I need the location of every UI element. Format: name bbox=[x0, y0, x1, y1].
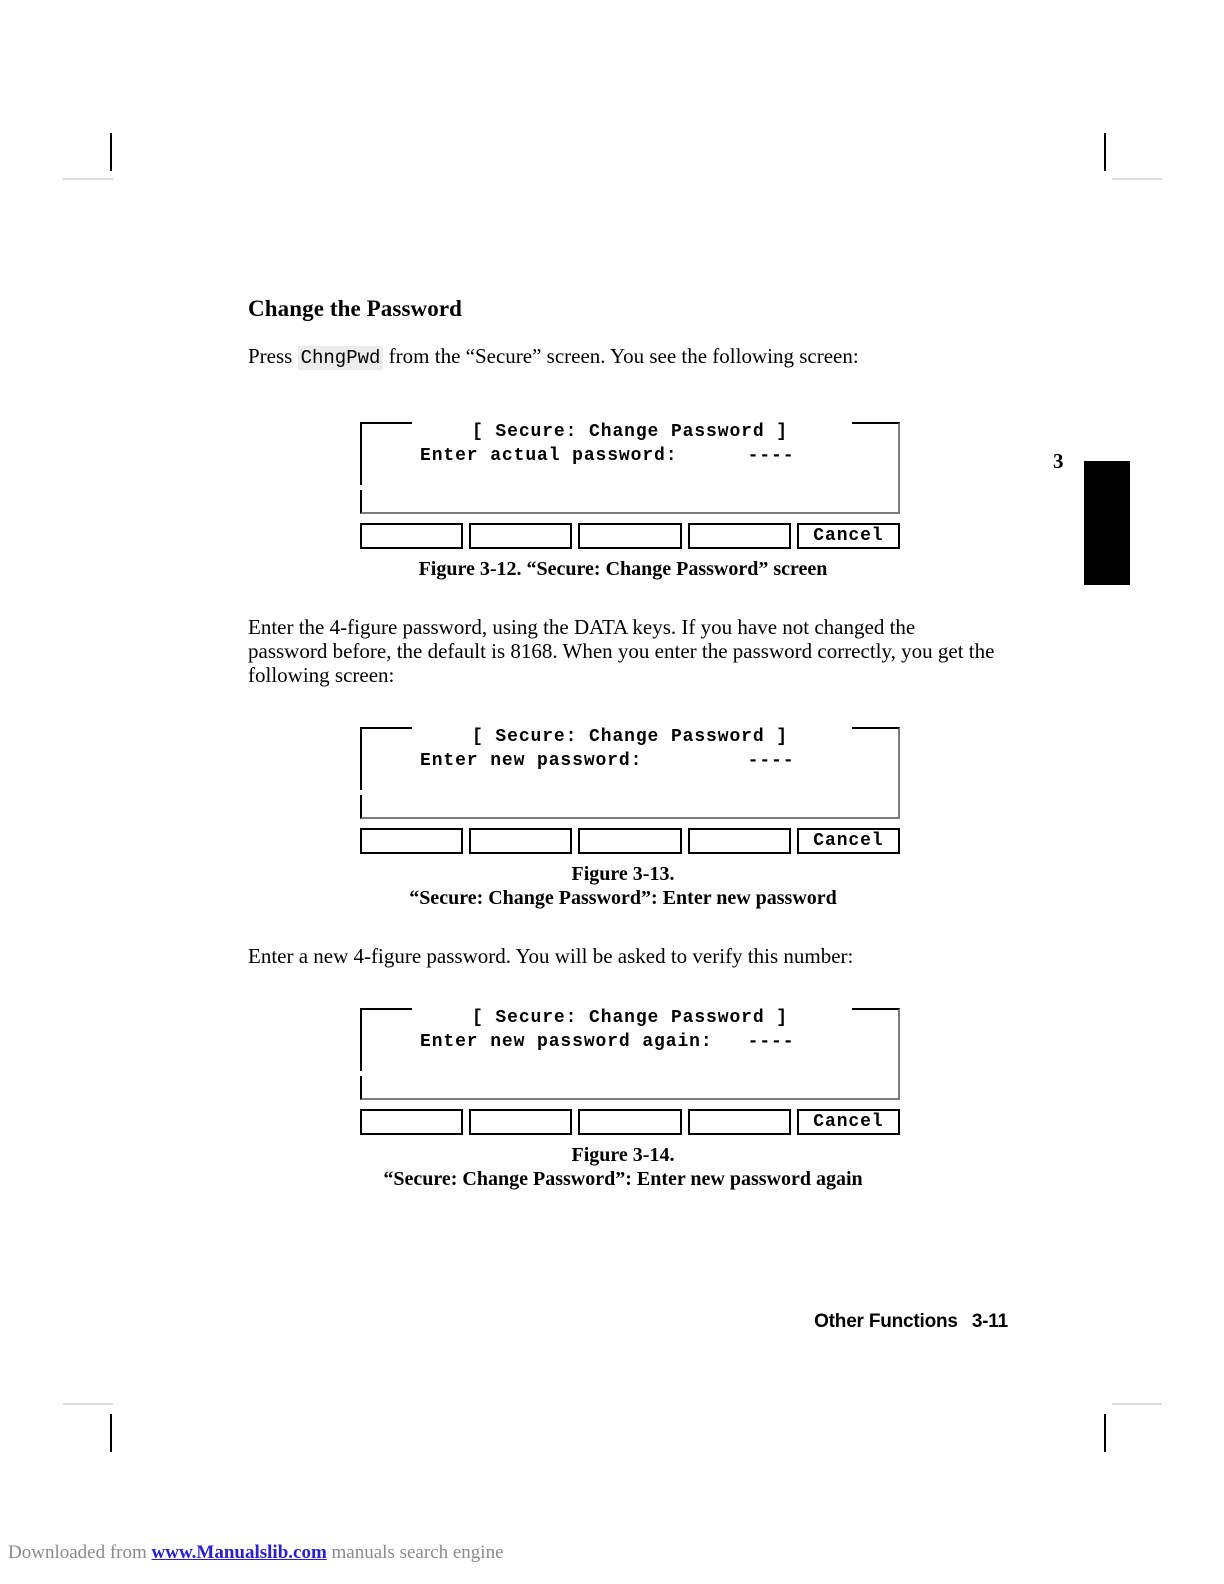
figure-3-13: [ Secure: Change Password ] Enter new pa… bbox=[248, 726, 998, 910]
softkey-4[interactable] bbox=[687, 828, 791, 854]
page-content: Change the Password Press ChngPwd from t… bbox=[248, 296, 998, 1191]
softkey-2[interactable] bbox=[469, 1109, 573, 1135]
softkey-row: Cancel bbox=[360, 828, 901, 854]
paragraph-enter-4-figure-password: Enter the 4-figure password, using the D… bbox=[248, 615, 995, 687]
screen-border-left-gap bbox=[359, 485, 363, 490]
softkey-2[interactable] bbox=[469, 523, 573, 549]
caption-line: Figure 3-13. bbox=[571, 863, 675, 885]
figure-3-12: [ Secure: Change Password ] Enter actual… bbox=[248, 421, 998, 581]
instrument-screen-1: [ Secure: Change Password ] Enter actual… bbox=[359, 421, 901, 549]
manualslib-watermark: Downloaded from www.Manualslib.com manua… bbox=[8, 1542, 504, 1564]
softkey-2[interactable] bbox=[469, 828, 573, 854]
softkey-row: Cancel bbox=[360, 523, 901, 549]
screen-border-left-gap bbox=[359, 790, 363, 795]
softkey-cancel[interactable]: Cancel bbox=[796, 1109, 901, 1135]
figure-3-14: [ Secure: Change Password ] Enter new pa… bbox=[248, 1007, 998, 1191]
crop-mark-top-left-vertical bbox=[110, 133, 112, 171]
figure-caption-3-14: Figure 3-14. “Secure: Change Password”: … bbox=[248, 1143, 998, 1191]
instrument-screen-2: [ Secure: Change Password ] Enter new pa… bbox=[359, 726, 901, 854]
chngpwd-key-label: ChngPwd bbox=[297, 346, 384, 370]
screen-title-bar: [ Secure: Change Password ] bbox=[464, 422, 796, 442]
crop-mark-top-right-vertical bbox=[1104, 133, 1106, 171]
caption-line: “Secure: Change Password”: Enter new pas… bbox=[383, 1168, 863, 1190]
softkey-1[interactable] bbox=[360, 1109, 464, 1135]
softkey-3[interactable] bbox=[578, 828, 682, 854]
intro-text-before: Press bbox=[248, 344, 298, 368]
intro-text-after: from the “Secure” screen. You see the fo… bbox=[383, 344, 859, 368]
softkey-4[interactable] bbox=[687, 523, 791, 549]
crop-mark-bottom-left-vertical bbox=[110, 1414, 112, 1452]
softkey-3[interactable] bbox=[578, 523, 682, 549]
page-title: Change the Password bbox=[248, 296, 463, 321]
watermark-suffix: manuals search engine bbox=[326, 1542, 504, 1563]
softkey-1[interactable] bbox=[360, 523, 464, 549]
instrument-screen-3: [ Secure: Change Password ] Enter new pa… bbox=[359, 1007, 901, 1135]
figure-caption-3-12: Figure 3-12. “Secure: Change Password” s… bbox=[248, 557, 998, 581]
chapter-number: 3 bbox=[1053, 449, 1064, 473]
footer-chapter-name: Other Functions bbox=[814, 1311, 958, 1332]
softkey-cancel[interactable]: Cancel bbox=[796, 828, 901, 854]
figure-caption-3-13: Figure 3-13. “Secure: Change Password”: … bbox=[248, 862, 998, 910]
caption-line: Figure 3-12. “Secure: Change Password” s… bbox=[418, 558, 828, 580]
caption-line: “Secure: Change Password”: Enter new pas… bbox=[409, 887, 837, 909]
page-footer: Other Functions 3-11 bbox=[0, 1311, 1008, 1333]
screen-title-bar: [ Secure: Change Password ] bbox=[464, 727, 796, 747]
crop-mark-top-left-horizontal bbox=[63, 178, 113, 180]
softkey-cancel[interactable]: Cancel bbox=[796, 523, 901, 549]
caption-line: Figure 3-14. bbox=[571, 1144, 675, 1166]
manualslib-link[interactable]: www.Manualslib.com bbox=[151, 1542, 327, 1563]
screen-prompt-line: Enter actual password: ---- bbox=[420, 446, 795, 466]
paragraph-enter-new-password: Enter a new 4-figure password. You will … bbox=[248, 944, 854, 968]
screen-title-bar: [ Secure: Change Password ] bbox=[464, 1008, 796, 1028]
screen-prompt-line: Enter new password again: ---- bbox=[420, 1032, 795, 1052]
crop-mark-top-right-horizontal bbox=[1112, 178, 1162, 180]
intro-paragraph: Press ChngPwd from the “Secure” screen. … bbox=[248, 344, 998, 370]
chapter-thumb-tab bbox=[1084, 461, 1130, 585]
softkey-1[interactable] bbox=[360, 828, 464, 854]
softkey-4[interactable] bbox=[687, 1109, 791, 1135]
softkey-3[interactable] bbox=[578, 1109, 682, 1135]
screen-prompt-line: Enter new password: ---- bbox=[420, 751, 795, 771]
softkey-row: Cancel bbox=[360, 1109, 901, 1135]
screen-border-left-gap bbox=[359, 1071, 363, 1076]
crop-mark-bottom-left-horizontal bbox=[63, 1403, 113, 1405]
crop-mark-bottom-right-vertical bbox=[1104, 1414, 1106, 1452]
footer-page-number: 3-11 bbox=[971, 1311, 1008, 1332]
watermark-prefix: Downloaded from bbox=[8, 1542, 152, 1563]
crop-mark-bottom-right-horizontal bbox=[1112, 1403, 1162, 1405]
